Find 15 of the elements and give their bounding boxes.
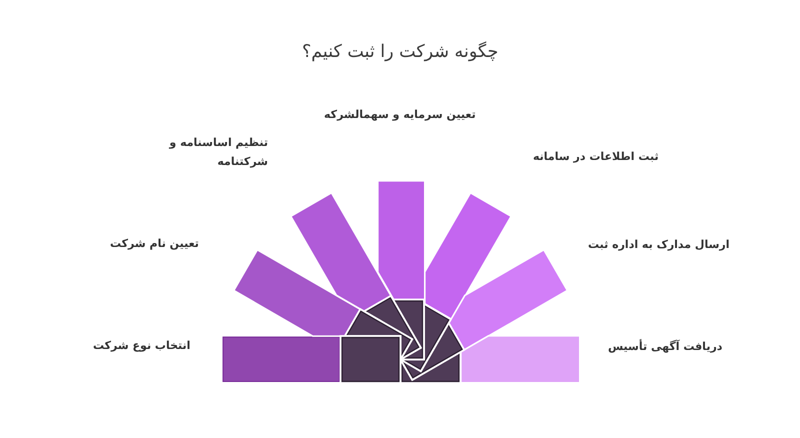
fan-bar — [221, 335, 342, 384]
step-label: تنظیم اساسنامه و شرکتنامه — [168, 135, 268, 170]
step-label: دریافت آگهی تأسیس — [608, 338, 722, 355]
fan-bar — [376, 180, 426, 300]
step-label: ارسال مدارک به اداره ثبت — [588, 236, 730, 253]
step-label: تعیین نام شرکت — [110, 236, 199, 252]
title: چگونه شرکت را ثبت کنیم؟ — [302, 41, 498, 63]
step-label: انتخاب نوع شرکت — [93, 338, 190, 354]
fan-bar — [448, 248, 569, 351]
step-label: ثبت اطلاعات در سامانه — [533, 148, 659, 165]
fan-bar — [290, 192, 392, 312]
fan-bar — [233, 248, 362, 337]
fan-bar — [460, 335, 581, 384]
step-label: تعیین سرمایه و سهمالشرکه — [324, 106, 476, 123]
fan-bar — [424, 192, 512, 320]
